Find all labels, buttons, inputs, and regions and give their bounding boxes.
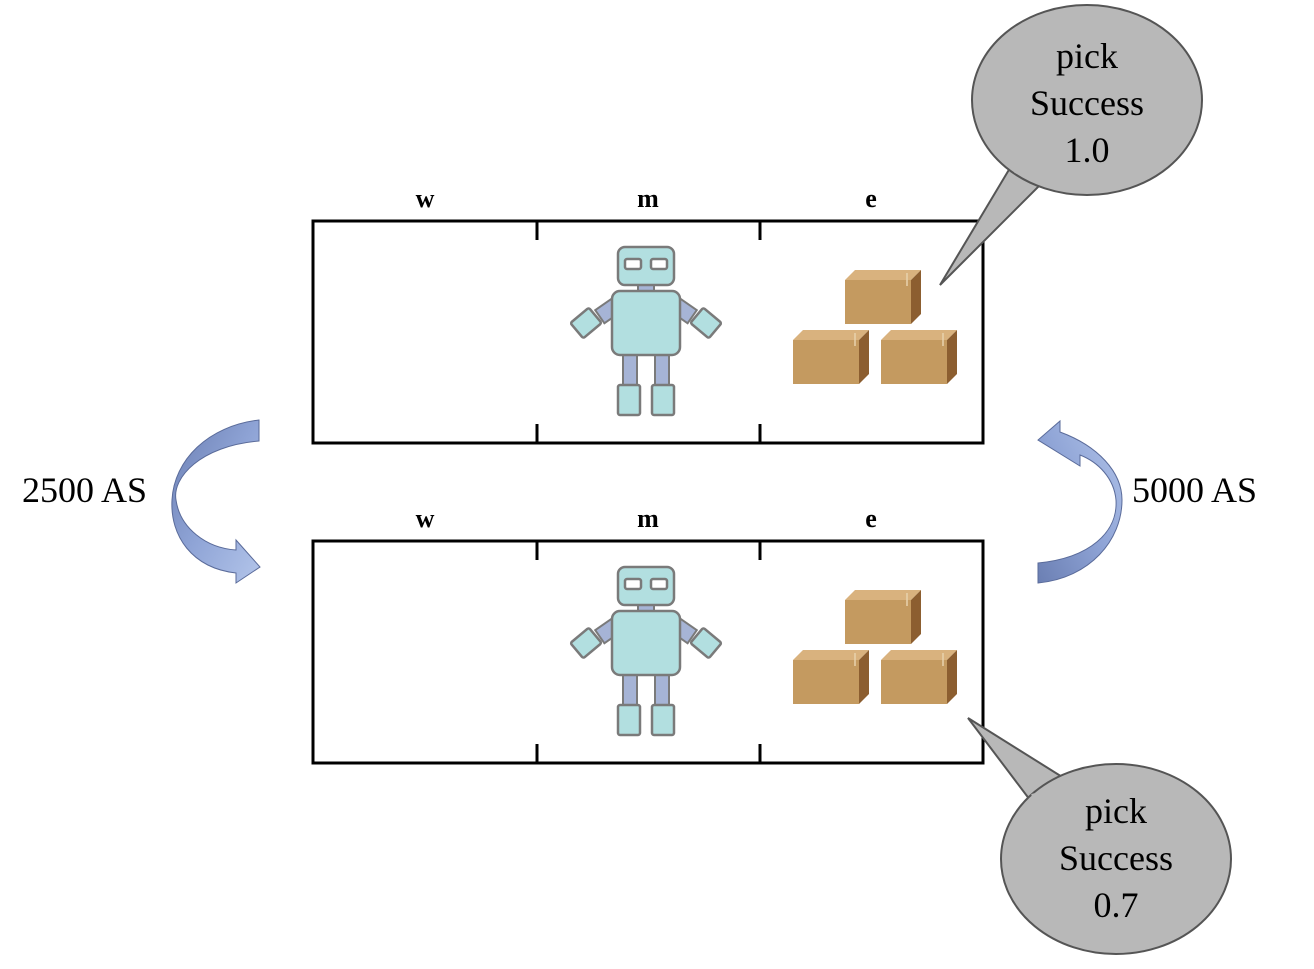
speech-bubble: [971, 4, 1203, 196]
callout-value: 1.0: [1065, 130, 1110, 170]
speech-bubble-shape: [939, 166, 1053, 286]
curved-arrow-up: [1037, 419, 1123, 584]
zone-label-e: e: [865, 184, 877, 213]
callout-top: pick Success 1.0: [939, 4, 1203, 286]
callout-bottom: pick Success 0.7: [967, 717, 1232, 955]
curved-arrow-down: [171, 419, 261, 584]
zone-label-w: w: [416, 184, 435, 213]
boxes-icon: [793, 590, 957, 704]
callout-line: Success: [1059, 838, 1173, 878]
callout-line: Success: [1030, 83, 1144, 123]
callout-line: pick: [1085, 791, 1147, 831]
panel-frame: [311, 219, 985, 445]
robot-icon: [569, 245, 723, 417]
transition-right: 5000 AS: [1037, 419, 1257, 584]
transition-label: 2500 AS: [22, 470, 147, 510]
zone-label-w: w: [416, 504, 435, 533]
zone-label-e: e: [865, 504, 877, 533]
panel-bottom: w m e: [311, 504, 985, 765]
callout-value: 0.7: [1094, 885, 1139, 925]
panel-top: w m e: [311, 184, 985, 445]
boxes-icon: [793, 270, 957, 384]
callout-line: pick: [1056, 36, 1118, 76]
panel-frame: [311, 539, 985, 765]
transition-left: 2500 AS: [22, 419, 261, 584]
robot-icon: [569, 565, 723, 737]
speech-bubble: [1000, 763, 1232, 955]
transition-label: 5000 AS: [1132, 470, 1257, 510]
zone-label-m: m: [637, 184, 659, 213]
zone-label-m: m: [637, 504, 659, 533]
